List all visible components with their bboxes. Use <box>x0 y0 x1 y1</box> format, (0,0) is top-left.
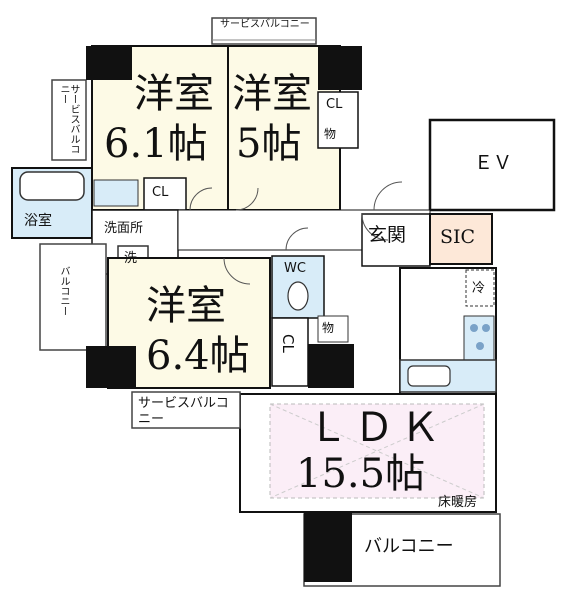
washer-label: 洗 <box>124 251 138 266</box>
western-room-2-size: 5帖 <box>236 121 302 167</box>
bath-label: 浴室 <box>24 213 52 229</box>
service-balcony-bottom-label: サービスバルコニー <box>138 396 229 427</box>
door-swing <box>373 181 403 211</box>
door-swing <box>285 227 309 251</box>
western-room-3-size: 6.4帖 <box>146 333 250 379</box>
door-swing <box>189 187 213 211</box>
service-balcony-left <box>51 79 87 161</box>
sic-label: SIC <box>440 226 476 248</box>
washroom-label: 洗面所 <box>104 221 144 236</box>
elevator-label: ＥＶ <box>474 152 513 174</box>
stove <box>463 315 495 361</box>
door-swing <box>235 187 259 211</box>
storage-2-label: 物 <box>324 127 337 141</box>
storage-area <box>317 315 349 343</box>
service-balcony-bottom <box>131 391 241 429</box>
closet-2-area <box>317 91 359 149</box>
balcony-left <box>39 243 107 351</box>
floor-heating-label: 床暖房 <box>438 495 478 510</box>
basin <box>93 179 139 207</box>
closet-3-area <box>271 317 309 387</box>
pillar <box>86 346 136 388</box>
balcony-main-label: バルコニー <box>364 536 454 557</box>
ldk-name: ＬＤＫ <box>308 405 446 451</box>
door-swing <box>361 213 389 241</box>
western-room-2-name: 洋室 <box>232 71 312 117</box>
western-room-1-name: 洋室 <box>134 71 214 117</box>
closet-3-label: CL <box>279 334 297 353</box>
bathtub <box>19 171 85 201</box>
service-balcony-left-label: サービスバルコニー <box>58 84 79 154</box>
service-balcony-top-label: サービスバルコニー <box>220 19 310 30</box>
closet-2-label: CL <box>326 97 343 112</box>
pillar <box>308 344 354 388</box>
door-swing <box>223 257 251 285</box>
western-room-3-name: 洋室 <box>146 283 226 329</box>
pillar <box>318 46 362 90</box>
elevator-area <box>428 118 556 212</box>
fridge-label: 冷 <box>472 281 486 296</box>
balcony-left-label: バルコニー <box>58 266 69 316</box>
storage-label: 物 <box>322 321 335 335</box>
closet-1-label: CL <box>152 185 169 200</box>
toilet-label: WC <box>284 261 306 276</box>
pillar <box>304 512 352 582</box>
closet-1-area <box>143 177 187 211</box>
ldk-size: 15.5帖 <box>296 451 426 497</box>
entrance-label: 玄関 <box>368 224 407 246</box>
pillar <box>86 46 132 80</box>
toilet-bowl <box>287 281 309 311</box>
sic-area <box>429 213 493 265</box>
fridge-area <box>465 269 495 307</box>
sink <box>407 365 451 387</box>
western-room-1-size: 6.1帖 <box>104 121 208 167</box>
